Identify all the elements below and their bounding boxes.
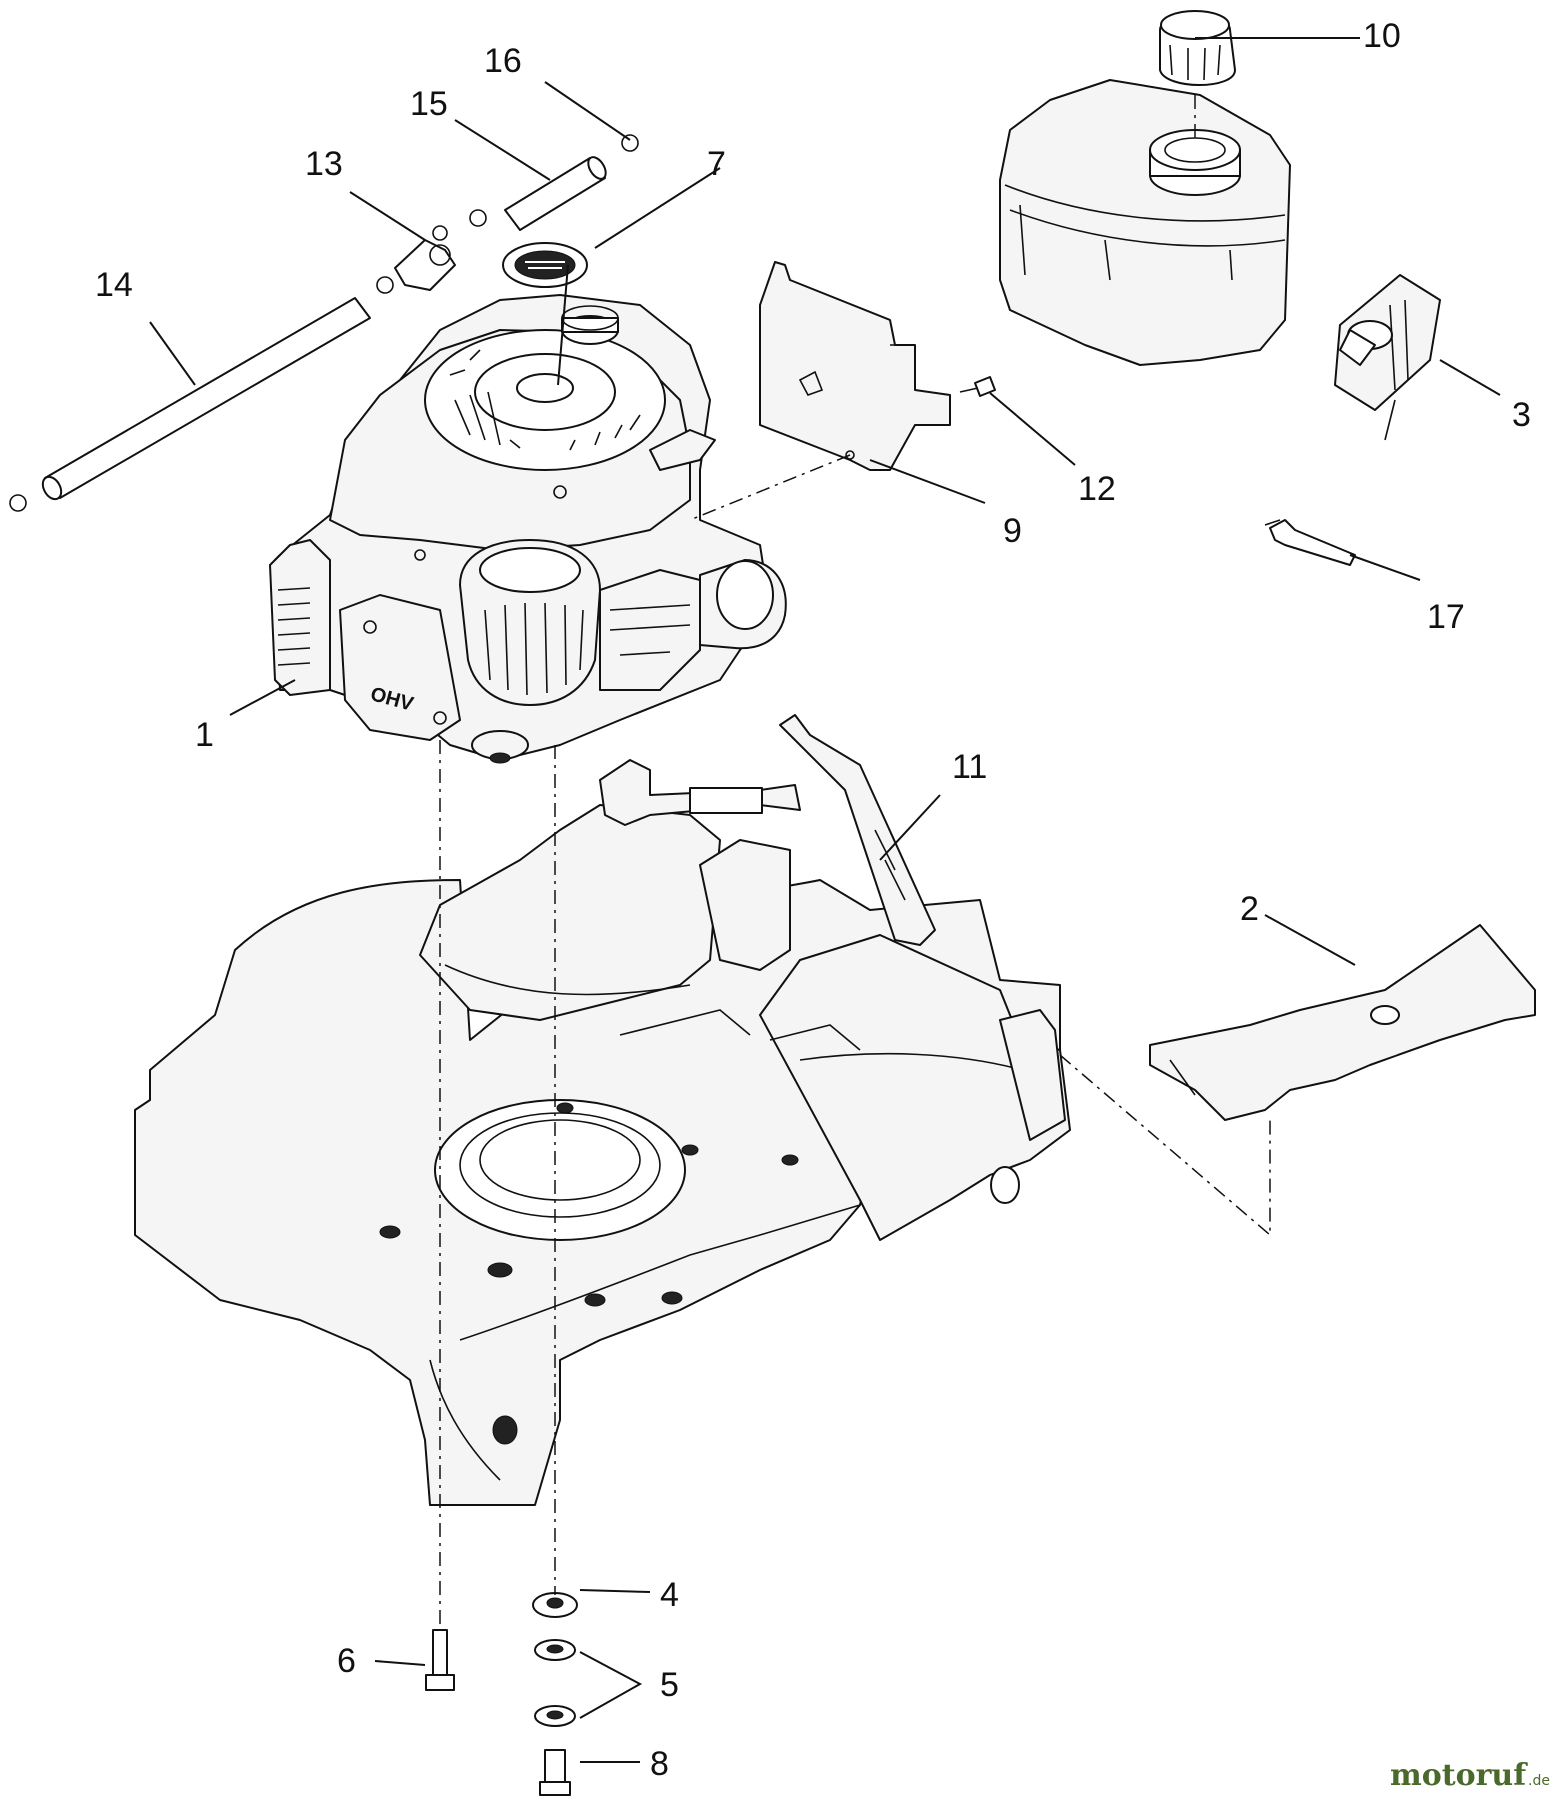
fuel-line-short — [504, 156, 607, 231]
callout-3: 3 — [1512, 396, 1531, 434]
mower-deck — [134, 804, 1071, 1506]
watermark-suffix: .de — [1528, 1773, 1550, 1789]
engine: OHV — [269, 294, 787, 764]
engine-bolt — [425, 1629, 455, 1691]
callout-11: 11 — [952, 748, 987, 786]
fuel-tank — [999, 79, 1291, 366]
assembly-lines — [439, 95, 1271, 1630]
callout-17: 17 — [1427, 598, 1465, 636]
callout-12: 12 — [1078, 470, 1116, 508]
watermark-text: motoruf — [1390, 1758, 1528, 1793]
callout-16: 16 — [484, 42, 522, 80]
callout-numbers: 1 2 3 4 5 6 7 8 9 10 11 12 13 14 15 16 1… — [95, 17, 1531, 1783]
fuel-cap — [1159, 10, 1236, 86]
screw — [959, 376, 996, 397]
control-lever — [599, 714, 936, 946]
callout-8: 8 — [650, 1745, 669, 1783]
callout-7: 7 — [707, 145, 726, 183]
callout-4: 4 — [660, 1576, 679, 1614]
leader-lines — [149, 37, 1501, 1763]
starter-vents — [449, 349, 641, 451]
callout-15: 15 — [410, 85, 448, 123]
rear-baffle — [1149, 924, 1536, 1121]
watermark-logo: motoruf .de — [1390, 1758, 1550, 1793]
callout-2: 2 — [1240, 890, 1259, 928]
callout-13: 13 — [305, 145, 343, 183]
callout-10: 10 — [1363, 17, 1401, 55]
hose-clamps — [9, 134, 639, 512]
fuel-line-long — [41, 297, 371, 501]
throttle-control — [1334, 274, 1441, 441]
decal — [502, 242, 588, 288]
callout-1: 1 — [195, 716, 214, 754]
callout-6: 6 — [337, 1642, 356, 1680]
tank-bracket — [759, 261, 951, 471]
callout-9: 9 — [1003, 512, 1022, 550]
fuel-filter — [394, 239, 456, 291]
fuel-pickup — [1264, 519, 1356, 566]
callout-5: 5 — [660, 1666, 679, 1704]
blade-hardware — [532, 1592, 578, 1796]
callout-14: 14 — [95, 266, 133, 304]
